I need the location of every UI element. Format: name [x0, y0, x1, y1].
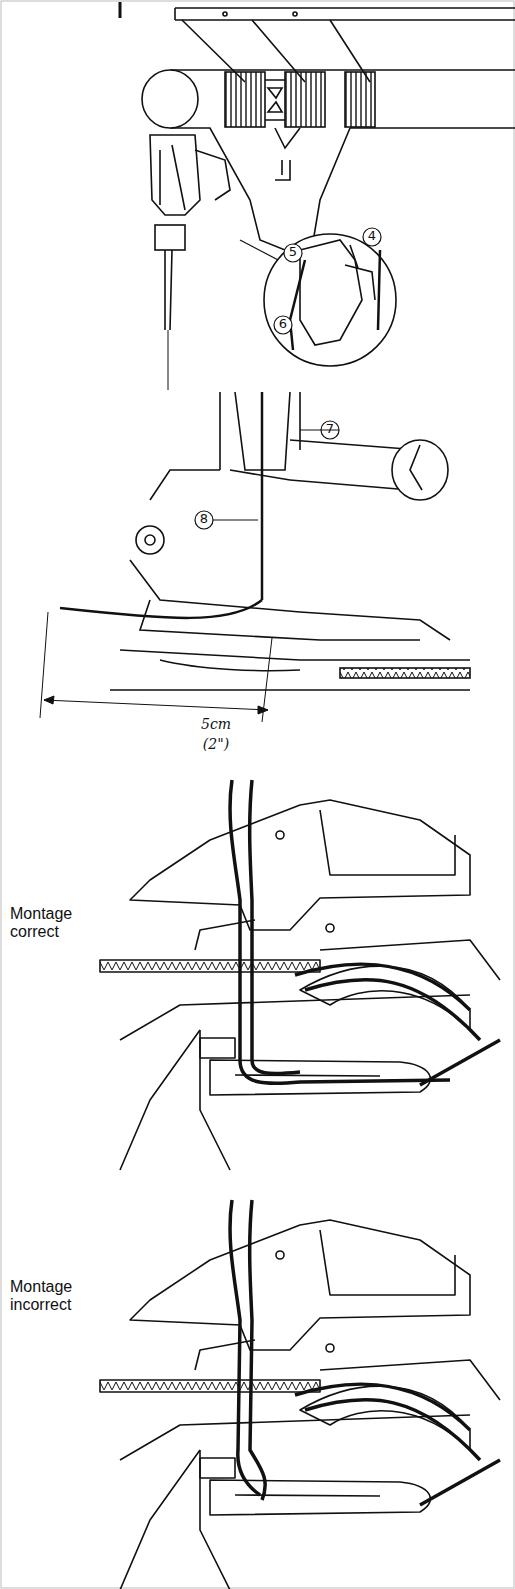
illustration-stroke	[40, 612, 272, 722]
caption-label: Montage correct	[10, 905, 100, 942]
illustration-stroke	[230, 470, 290, 480]
illustration-stroke	[410, 445, 422, 490]
illustration-stroke	[160, 145, 185, 210]
caption-label: Montage incorrect	[10, 1278, 105, 1315]
illustration-stroke	[160, 660, 300, 671]
illustration-stroke	[274, 316, 292, 334]
illustration-stroke	[165, 250, 172, 330]
illustration-stroke	[293, 12, 297, 16]
illustration-stroke	[150, 470, 220, 500]
illustration-stroke	[300, 240, 362, 345]
illustration-stroke	[110, 650, 470, 690]
illustration-stroke	[140, 600, 420, 640]
callout-number: 5	[284, 245, 302, 260]
illustration-stroke	[174, 8, 176, 20]
illustration-stroke	[175, 8, 515, 20]
illustration-stroke	[392, 440, 448, 500]
illustration-stroke	[378, 250, 380, 330]
illustration-stroke	[261, 392, 264, 600]
callout-number: 6	[274, 317, 292, 332]
illustration-stroke	[220, 392, 300, 470]
illustration-stroke	[264, 234, 396, 366]
illustration-stroke	[142, 70, 198, 128]
illustration-stroke	[44, 696, 268, 714]
dimension-label: 5cm	[192, 716, 240, 732]
illustration-stroke	[268, 88, 282, 112]
illustration-stroke	[150, 135, 200, 215]
illustration-stroke	[305, 1400, 480, 1460]
illustration-stroke	[225, 72, 265, 127]
illustration-stroke	[340, 668, 470, 678]
illustration-stroke	[223, 12, 227, 16]
illustration-stroke	[285, 72, 325, 127]
illustration-stroke	[420, 1040, 500, 1085]
illustration-stroke	[275, 128, 300, 148]
callout-number: 4	[363, 229, 381, 244]
looper-incorrect	[100, 1200, 500, 1589]
illustration-stroke	[345, 245, 375, 300]
illustration-stroke	[250, 1200, 266, 1500]
illustration-stroke	[230, 780, 500, 1085]
illustration-stroke	[230, 1200, 500, 1505]
tension-unit	[120, 2, 515, 390]
illustration-stroke	[195, 150, 230, 200]
callout-number: 8	[195, 512, 213, 527]
illustration-stroke	[275, 160, 290, 180]
illustration-stroke	[305, 980, 480, 1040]
illustration-stroke	[44, 700, 268, 710]
illustration-stroke	[145, 535, 155, 545]
dimension-label: (2")	[192, 736, 240, 752]
illustration-stroke	[230, 780, 450, 1083]
callout-circles	[195, 228, 381, 529]
looper-correct	[100, 780, 500, 1170]
illustration-stroke	[265, 80, 285, 120]
illustration-stroke	[100, 1220, 500, 1589]
illustration-stroke	[136, 526, 164, 554]
illustration-stroke	[345, 72, 375, 127]
illustration-stroke	[155, 225, 185, 250]
illustration-stroke	[182, 20, 370, 82]
illustration-stroke	[363, 228, 381, 246]
illustration-stroke	[170, 70, 515, 128]
illustration-stroke	[195, 511, 213, 529]
illustration-stroke	[230, 1200, 260, 1495]
illustration-stroke	[290, 260, 305, 350]
illustration-stroke	[284, 244, 302, 262]
leader-line	[213, 430, 339, 520]
illustration-stroke	[168, 330, 169, 390]
illustration-stroke	[130, 560, 450, 640]
callout-number: 7	[321, 422, 339, 437]
illustration-stroke	[119, 2, 122, 18]
illustration-stroke	[60, 600, 262, 618]
illustration-stroke	[240, 240, 282, 262]
illustration-stroke	[250, 780, 300, 1074]
illustration-stroke	[420, 1460, 500, 1505]
presser-foot	[40, 392, 470, 722]
illustration-stroke	[100, 800, 500, 1170]
